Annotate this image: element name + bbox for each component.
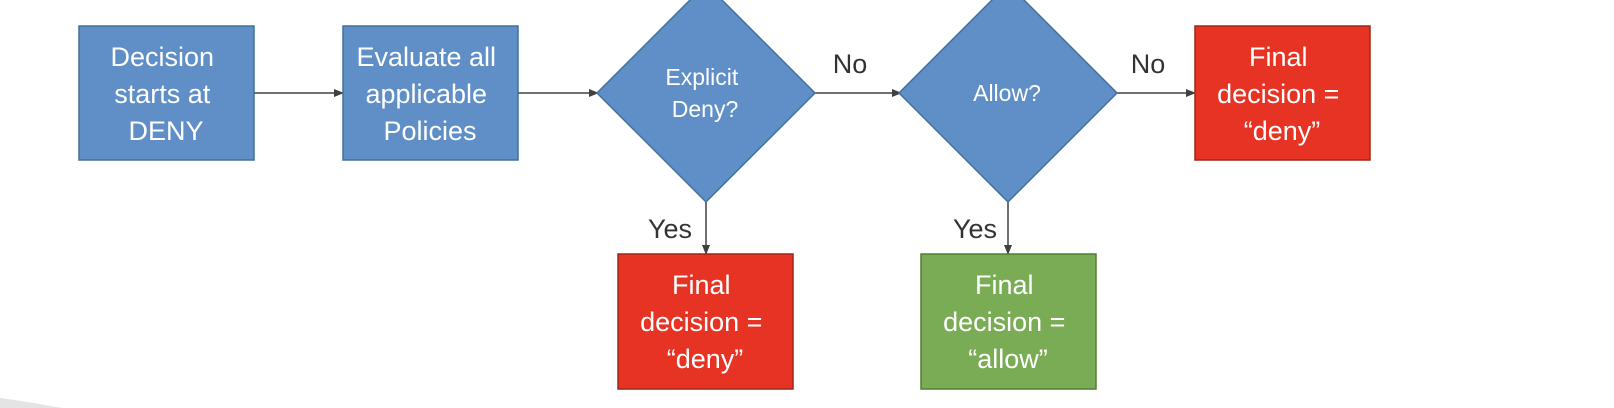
node-evaluate-line-3: Policies [383,116,476,146]
node-final-deny-right-line-1: Final [1249,42,1308,72]
node-final-allow-line-3: “allow” [968,344,1048,374]
node-evaluate-line-2: applicable [365,79,487,109]
node-final-allow-line-2: decision = [943,307,1065,337]
connectors [254,89,1196,255]
svg-text:Evaluate all applicabl: Evaluate all applicable Policies [356,42,503,146]
node-final-deny-bottom: Final decision = “deny” [617,253,794,390]
node-allow-decision: Allow? [897,0,1119,204]
node-explicit-deny-decision: Explicit Deny? [595,0,817,204]
node-explicit-deny-line-1: Explicit [665,64,738,90]
node-final-deny-bottom-line-1: Final [672,270,731,300]
node-explicit-deny-line-2: Deny? [672,96,738,122]
edge-label-explicit-yes: Yes [648,214,692,244]
svg-text:Allow?: Allow? [973,80,1041,106]
node-final-deny-bottom-line-3: “deny” [667,344,744,374]
decorative-corner-shape [0,398,62,408]
edge-label-explicit-no: No [833,49,868,79]
svg-text:Final decision =: Final decision = “deny” [640,270,770,374]
node-evaluate-policies: Evaluate all applicable Policies [342,25,519,161]
node-final-allow: Final decision = “allow” [920,253,1097,390]
node-start-line-2: starts at [114,79,211,109]
node-final-deny-right: Final decision = “deny” [1194,25,1371,161]
svg-text:Final decision =: Final decision = “allow” [943,270,1073,374]
edge-label-allow-no: No [1131,49,1166,79]
svg-text:Decision starts at: Decision starts at DENY [110,42,221,146]
node-final-deny-right-line-2: decision = [1217,79,1339,109]
node-start-line-1: Decision [110,42,214,72]
edge-label-allow-yes: Yes [953,214,997,244]
svg-text:Final decision =: Final decision = “deny” [1217,42,1347,146]
node-allow-line-1: Allow? [973,80,1041,106]
node-start-line-3: DENY [128,116,203,146]
node-decision-start: Decision starts at DENY [78,25,255,161]
node-final-deny-right-line-3: “deny” [1244,116,1321,146]
node-final-deny-bottom-line-2: decision = [640,307,762,337]
node-final-allow-line-1: Final [975,270,1034,300]
svg-text:Explicit Deny?: Explicit Deny? [665,64,744,122]
node-evaluate-line-1: Evaluate all [356,42,496,72]
